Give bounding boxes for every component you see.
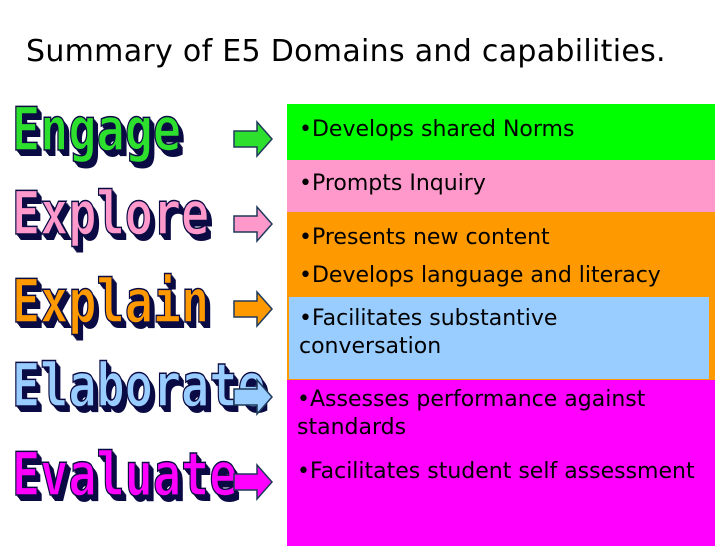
domain-explore: Explore <box>11 179 210 249</box>
capability-text: •Facilitates student self assessment <box>297 459 695 484</box>
capability-text: •Facilitates substantive conversation <box>299 306 558 359</box>
capability-box: •Prompts Inquiry <box>287 160 715 212</box>
domain-engage: Engage <box>11 95 182 165</box>
arrow-right-icon <box>233 290 273 328</box>
domain-elaborate: Elaborate <box>11 351 266 421</box>
arrow-right-icon <box>233 120 273 158</box>
arrow-right-icon <box>233 463 273 501</box>
capability-box: •Facilitates substantive conversation <box>289 297 709 379</box>
capability-text: •Develops language and literacy <box>299 263 661 288</box>
capability-text: •Assesses performance against standards <box>297 387 646 440</box>
capability-text: •Prompts Inquiry <box>299 171 486 196</box>
domain-evaluate: Evaluate <box>11 440 238 510</box>
arrow-right-icon <box>233 205 273 243</box>
slide-title: Summary of E5 Domains and capabilities. <box>26 34 666 69</box>
domain-explain: Explain <box>11 267 210 337</box>
capability-text: •Presents new content <box>299 225 550 250</box>
capability-box: •Assesses performance against standards … <box>287 380 715 546</box>
capability-box: •Develops shared Norms <box>287 104 715 160</box>
arrow-right-icon <box>233 378 273 416</box>
capability-text: •Develops shared Norms <box>299 117 575 142</box>
